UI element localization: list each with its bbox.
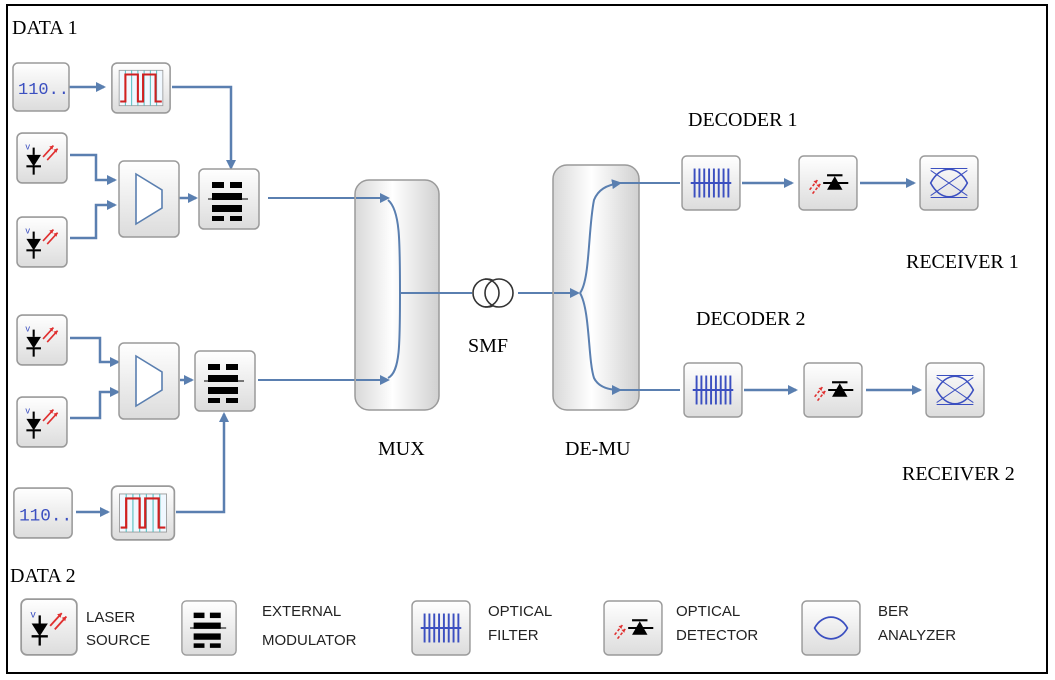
laser-source-1 [16,132,68,184]
pulse-generator-1 [110,62,172,114]
receiver1-label: RECEIVER 1 [906,251,1019,273]
legend-filter-line2: FILTER [488,627,539,644]
optical-detector-1 [797,155,859,211]
decoder2-label: DECODER 2 [696,308,805,330]
legend-item-filter: OPTICAL FILTER [410,600,552,656]
legend-ber-line1: BER [878,603,909,620]
legend: LASER SOURCE EXTERNAL MODULATOR OPTICAL … [19,598,956,656]
mux-block [354,179,440,411]
laser-source-2 [16,216,68,268]
legend-detector-line2: DETECTOR [676,627,758,644]
demux-block [552,164,640,411]
laser-source-4 [16,396,68,448]
bit-sequence-generator-2 [13,487,73,539]
laser-source-3 [16,314,68,366]
legend-modulator-line1: EXTERNAL [262,603,341,620]
mux-label: MUX [378,438,425,460]
legend-item-laser: LASER SOURCE [19,598,150,656]
data2-label: DATA 2 [10,565,76,587]
legend-detector-line1: OPTICAL [676,603,740,620]
optical-filter-1 [681,155,741,211]
external-modulator-2 [194,350,256,412]
legend-laser-line1: LASER [86,609,135,626]
legend-laser-line2: SOURCE [86,632,150,649]
legend-item-modulator: EXTERNAL MODULATOR [181,600,357,656]
power-combiner-1 [118,160,180,238]
inner-wires [356,179,640,395]
external-modulator-1 [198,168,260,230]
ber-analyzer-2 [925,362,985,418]
optical-filter-2 [683,362,743,418]
legend-item-ber: BER ANALYZER [801,600,956,656]
legend-item-detector: OPTICAL DETECTOR [602,600,758,656]
pulse-generator-2 [110,485,176,541]
smf-label: SMF [468,335,508,357]
decoder1-label: DECODER 1 [688,109,797,131]
optical-detector-2 [802,362,864,418]
ber-analyzer-1 [919,155,979,211]
receiver2-label: RECEIVER 2 [902,463,1015,485]
legend-filter-line1: OPTICAL [488,603,552,620]
demux-label: DE-MU [565,438,631,460]
power-combiner-2 [118,342,180,420]
legend-ber-line2: ANALYZER [878,627,956,644]
smf-fiber-icon [472,278,514,308]
data1-label: DATA 1 [12,17,78,39]
bit-sequence-generator-1 [12,62,70,112]
diagram-frame [6,4,1048,674]
legend-modulator-line2: MODULATOR [262,632,357,649]
